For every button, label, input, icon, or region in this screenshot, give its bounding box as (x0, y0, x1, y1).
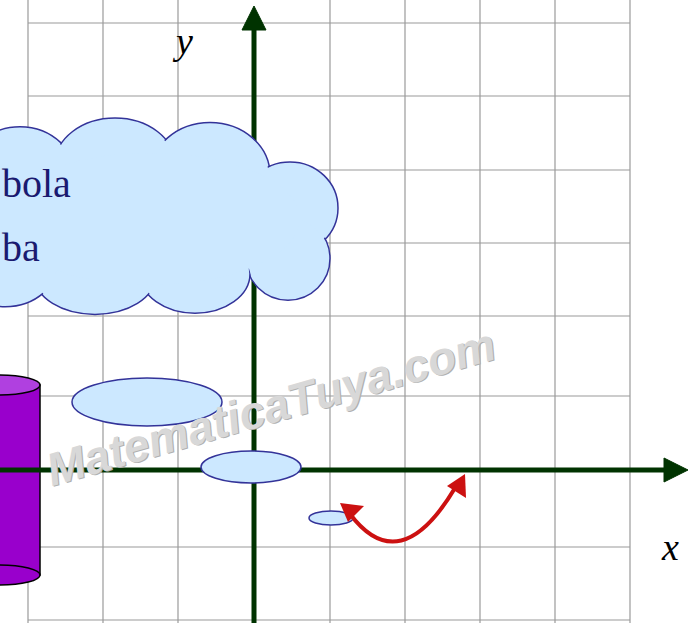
y-axis (252, 26, 257, 623)
axis-label: y (176, 22, 193, 60)
cloud-text: bola (2, 152, 71, 216)
axis-label: x (662, 528, 679, 566)
cloud-text: ba (2, 216, 71, 280)
parabola-curve (350, 488, 455, 542)
purple-cylinder (0, 375, 40, 585)
cloud-shape (0, 118, 365, 310)
parabola-arrowheads (340, 474, 466, 522)
thought-cloud: bolaba (0, 118, 365, 310)
